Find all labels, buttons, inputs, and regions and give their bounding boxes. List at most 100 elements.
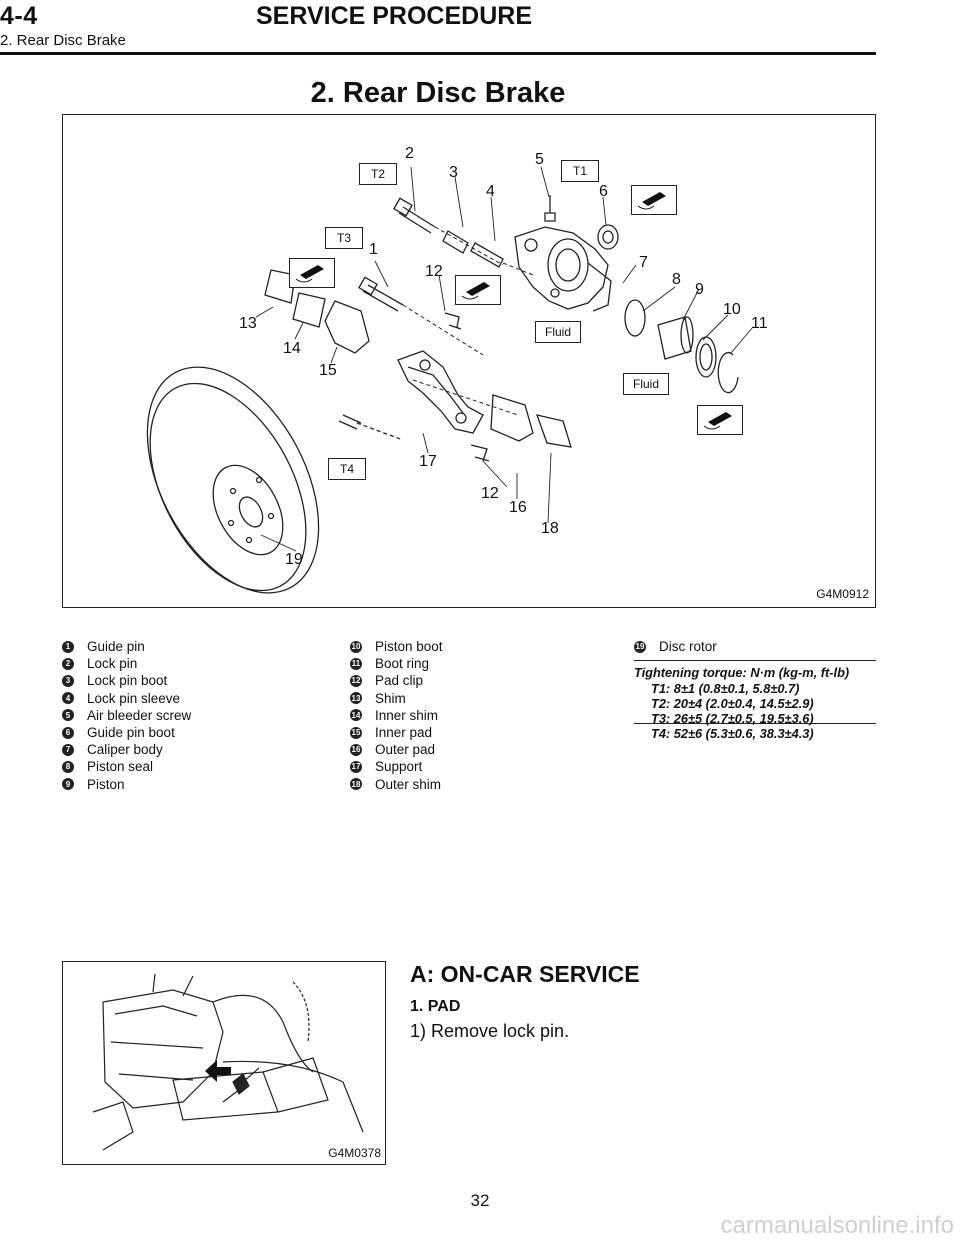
pad-clips-drawing	[444, 312, 490, 462]
exploded-view-figure: T2 T1 T3 T4 Fluid Fluid 1 2 3 4 5 6 7 8 …	[62, 114, 876, 608]
section-title: SERVICE PROCEDURE	[256, 2, 532, 30]
legend-number: 1	[62, 640, 74, 653]
legend-label: Piston seal	[87, 759, 154, 775]
legend-number: 18	[350, 778, 362, 791]
watermark: carmanualsonline.info	[720, 1212, 954, 1239]
callout-9: 9	[695, 281, 704, 298]
torque-heading: Tightening torque: N·m (kg-m, ft-lb)	[634, 665, 850, 680]
pins-drawing	[358, 197, 504, 312]
legend-item: 5 Air bleeder screw	[62, 707, 191, 724]
legend-number: 5	[62, 709, 74, 722]
grease-icon	[631, 185, 677, 215]
assembly-lines	[402, 226, 534, 416]
legend-item: 7 Caliper body	[62, 741, 191, 758]
pads-and-shims-drawing	[264, 269, 572, 448]
leader-lines	[255, 166, 754, 552]
callout-12b: 12	[481, 485, 499, 502]
fluid-label-piston: Fluid	[623, 373, 669, 395]
legend-item: 10 Piston boot	[350, 638, 443, 655]
legend-label: Guide pin	[87, 639, 145, 654]
legend-column-1: 1 Guide pin 2 Lock pin 3 Lock pin boot 4 Loc…	[62, 638, 191, 793]
callout-3: 3	[449, 164, 458, 181]
legend-label: Guide pin boot	[87, 724, 175, 740]
tightening-torque-box: Tightening torque: N·m (kg-m, ft-lb) T1:…	[634, 660, 876, 741]
callout-7: 7	[639, 254, 648, 271]
legend-label: Lock pin boot	[87, 673, 168, 689]
legend-item: 16 Outer pad	[350, 741, 443, 758]
legend-item: 4 Lock pin sleeve	[62, 690, 191, 707]
legend-item: 2 Lock pin	[62, 655, 191, 672]
page-number: 32	[470, 1191, 490, 1210]
callout-1: 1	[369, 241, 378, 258]
legend-label: Outer shim	[375, 776, 442, 792]
callout-10: 10	[723, 301, 741, 318]
legend-number: 9	[62, 778, 74, 791]
grease-icon	[455, 275, 501, 305]
callout-16: 16	[509, 499, 527, 516]
legend-number: 14	[350, 709, 362, 722]
bleeder-and-boots-drawing	[544, 195, 619, 250]
legend-label: Boot ring	[375, 656, 430, 672]
legend-number: 17	[350, 760, 362, 773]
callout-12a: 12	[425, 263, 443, 280]
exploded-view-drawing	[146, 166, 754, 594]
section-code: 4-4	[0, 2, 38, 30]
piston-parts-drawing	[624, 299, 739, 394]
torque-label-t3: T3	[325, 227, 363, 249]
legend-item: 3 Lock pin boot	[62, 672, 191, 689]
legend-number: 16	[350, 743, 362, 756]
legend-label: Support	[375, 759, 423, 775]
callout-19: 19	[285, 551, 303, 568]
legend-label: Caliper body	[87, 742, 163, 758]
figure-id: G4M0378	[328, 1146, 381, 1160]
figure-id: G4M0912	[816, 587, 869, 601]
legend-number: 2	[62, 657, 74, 670]
legend-number: 7	[62, 743, 74, 756]
procedure-step: 1) Remove lock pin.	[410, 1021, 570, 1041]
grease-icon	[697, 405, 743, 435]
legend-item: 14 Inner shim	[350, 707, 443, 724]
callout-15: 15	[319, 362, 337, 379]
grease-icon	[289, 258, 335, 288]
torque-label-t2: T2	[359, 163, 397, 185]
legend-item: 12 Pad clip	[350, 672, 443, 689]
legend-number: 15	[350, 726, 362, 739]
support-drawing	[397, 350, 484, 434]
callout-17: 17	[419, 453, 437, 470]
legend-item: 9 Piston	[62, 776, 191, 793]
legend-label: Air bleeder screw	[87, 707, 192, 723]
torque-spec-t4: T4: 52±6 (5.3±0.6, 38.3±4.3)	[651, 726, 814, 741]
header-rule	[0, 52, 876, 55]
legend-number: 6	[62, 726, 74, 739]
arrow-icon	[203, 1056, 233, 1091]
legend-number: 10	[350, 640, 362, 653]
callout-14: 14	[283, 340, 301, 357]
legend-label: Lock pin sleeve	[87, 690, 181, 706]
legend-number: 19	[634, 640, 646, 653]
torque-spec-t2: T2: 20±4 (2.0±0.4, 14.5±2.9)	[651, 696, 814, 711]
legend-label: Pad clip	[375, 673, 424, 689]
legend-number: 3	[62, 674, 74, 687]
legend-label: Piston boot	[375, 639, 443, 654]
section-heading: A: ON-CAR SERVICE	[410, 961, 640, 987]
legend-number: 4	[62, 692, 74, 705]
fluid-label-caliper: Fluid	[535, 321, 581, 343]
legend-label: Shim	[375, 690, 406, 706]
legend-label: Piston	[87, 776, 125, 792]
torque-spec-t1: T1: 8±1 (0.8±0.1, 5.8±0.7)	[651, 681, 800, 696]
callout-18: 18	[541, 520, 559, 537]
legend-label: Inner shim	[375, 707, 439, 723]
legend-label: Lock pin	[87, 656, 138, 672]
legend-item: 17 Support	[350, 758, 443, 775]
callout-11: 11	[751, 315, 768, 332]
caliper-body-drawing	[514, 226, 612, 312]
torque-spec-t3: T3: 26±5 (2.7±0.5, 19.5±3.6)	[651, 711, 814, 726]
torque-label-t4: T4	[328, 458, 366, 480]
legend-label: Outer pad	[375, 742, 436, 758]
legend-number: 12	[350, 674, 362, 687]
